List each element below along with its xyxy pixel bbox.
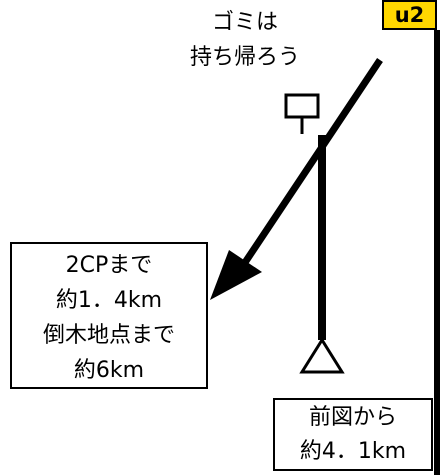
cp-line-2: 約1．4km	[55, 288, 163, 313]
map-border	[434, 30, 440, 475]
triangle-start-icon	[299, 337, 345, 374]
notice-line-1: ゴミは	[211, 10, 278, 35]
cp-line-4: 約6km	[73, 358, 145, 383]
previous-map-distance-box: 前図から 約4．1km	[273, 398, 433, 471]
cp-line-3: 倒木地点まで	[42, 323, 175, 348]
prev-line-1: 前図から	[308, 405, 397, 430]
page-id-badge: u2	[382, 0, 437, 30]
prev-line-2: 約4．1km	[299, 439, 407, 464]
notice-line-2: 持ち帰ろう	[189, 45, 300, 70]
cp-line-1: 2CPまで	[65, 253, 153, 278]
checkpoint-distance-box: 2CPまで 約1．4km 倒木地点まで 約6km	[10, 242, 208, 389]
notice-text: ゴミは 持ち帰ろう	[165, 5, 325, 75]
route-arrow-icon	[210, 58, 383, 300]
signpost-icon	[284, 93, 320, 134]
